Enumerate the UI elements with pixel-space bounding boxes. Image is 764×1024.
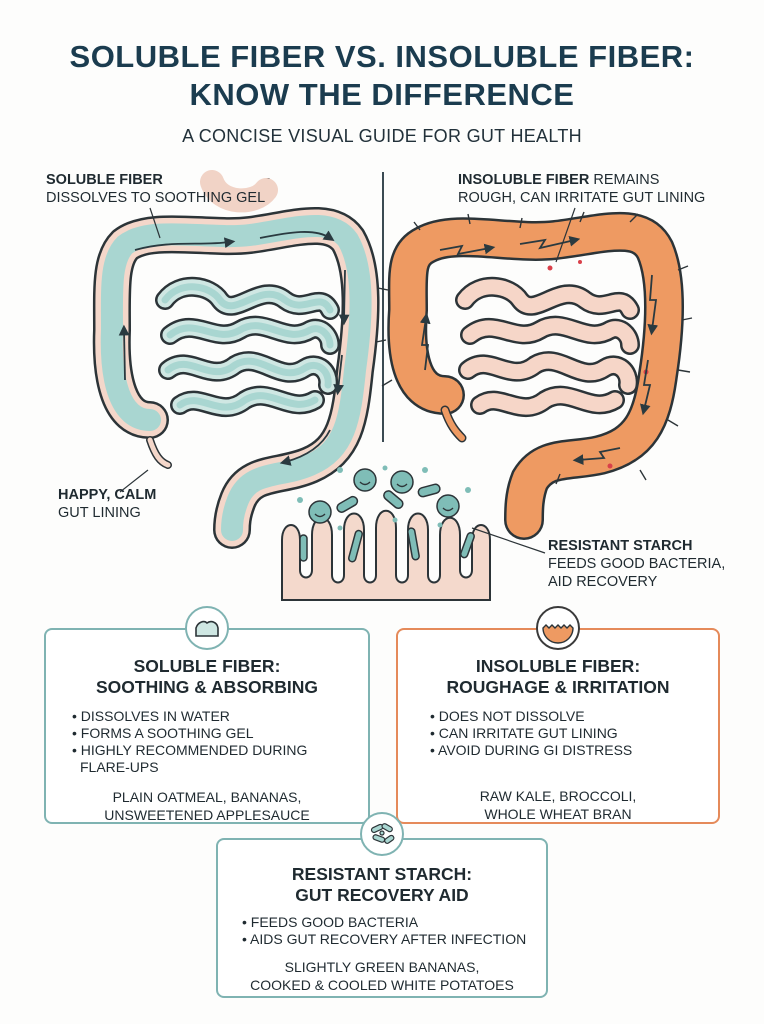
bacteria-dots bbox=[297, 465, 471, 531]
insoluble-fiber-label-text2: ROUGH, CAN IRRITATE GUT LINING bbox=[458, 190, 706, 206]
rough-surface-icon bbox=[542, 624, 574, 644]
starch-card-list: FEEDS GOOD BACTERIA AIDS GUT RECOVERY AF… bbox=[218, 914, 546, 948]
soluble-fiber-card: SOLUBLE FIBER: SOOTHING & ABSORBING DISS… bbox=[44, 628, 370, 824]
stomach-tube bbox=[200, 170, 278, 213]
starch-card-foods: SLIGHTLY GREEN BANANAS, COOKED & COOLED … bbox=[218, 958, 546, 994]
soluble-badge bbox=[185, 606, 229, 650]
soluble-card-title: SOLUBLE FIBER: SOOTHING & ABSORBING bbox=[46, 656, 368, 698]
irritation-bristles bbox=[375, 211, 693, 485]
soluble-card-title-line2: SOOTHING & ABSORBING bbox=[96, 677, 318, 697]
insoluble-small-intestine bbox=[455, 276, 640, 418]
starch-card-title-line1: RESISTANT STARCH: bbox=[291, 864, 473, 884]
list-item: FORMS A SOOTHING GEL bbox=[72, 725, 368, 742]
leader-lines bbox=[119, 207, 576, 554]
starch-foods-line1: SLIGHTLY GREEN BANANAS, bbox=[284, 959, 480, 975]
soluble-foods-line1: PLAIN OATMEAL, BANANAS, bbox=[112, 789, 302, 805]
resistant-starch-label: RESISTANT STARCH FEEDS GOOD BACTERIA, AI… bbox=[548, 537, 725, 591]
soluble-fiber-label-text: DISSOLVES TO SOOTHING GEL bbox=[46, 190, 266, 206]
title-line-2: KNOW THE DIFFERENCE bbox=[189, 77, 575, 112]
insoluble-foods-line1: RAW KALE, BROCCOLI, bbox=[479, 788, 637, 804]
soluble-gel-fill bbox=[100, 215, 372, 541]
insoluble-fiber-card: INSOLUBLE FIBER: ROUGHAGE & IRRITATION D… bbox=[396, 628, 720, 824]
insoluble-foods-line2: WHOLE WHEAT BRAN bbox=[484, 806, 632, 822]
gel-blob-icon bbox=[195, 620, 219, 637]
soluble-card-list-continuation: FLARE-UPS bbox=[80, 759, 159, 775]
happy-gut-label-text: GUT LINING bbox=[58, 505, 141, 521]
list-item: AIDS GUT RECOVERY AFTER INFECTION bbox=[242, 931, 546, 948]
insoluble-fiber-label-text1: REMAINS bbox=[589, 172, 660, 188]
list-item: HIGHLY RECOMMENDED DURING bbox=[72, 742, 368, 759]
happy-gut-label: HAPPY, CALM GUT LINING bbox=[58, 486, 156, 522]
resistant-starch-label-text1: FEEDS GOOD BACTERIA, bbox=[548, 556, 726, 572]
bacteria-smiles bbox=[314, 481, 454, 518]
insoluble-card-foods: RAW KALE, BROCCOLI, WHOLE WHEAT BRAN bbox=[398, 787, 718, 823]
soluble-flow-arrows bbox=[118, 230, 350, 466]
happy-gut-label-title: HAPPY, CALM bbox=[58, 487, 157, 503]
list-item: DOES NOT DISSOLVE bbox=[430, 708, 718, 725]
soluble-fiber-label-title: SOLUBLE FIBER bbox=[46, 172, 163, 188]
list-item: FEEDS GOOD BACTERIA bbox=[242, 914, 546, 931]
starch-badge bbox=[360, 812, 404, 856]
soluble-small-intestine bbox=[155, 276, 340, 418]
good-bacteria bbox=[299, 468, 475, 563]
starch-foods-line2: COOKED & COOLED WHITE POTATOES bbox=[250, 977, 514, 993]
insoluble-fiber-label: INSOLUBLE FIBER REMAINS ROUGH, CAN IRRIT… bbox=[458, 171, 705, 207]
insoluble-badge bbox=[536, 606, 580, 650]
soluble-fiber-label: SOLUBLE FIBER DISSOLVES TO SOOTHING GEL bbox=[46, 171, 265, 207]
soluble-card-foods: PLAIN OATMEAL, BANANAS, UNSWEETENED APPL… bbox=[46, 788, 368, 824]
insoluble-flow-arrows bbox=[419, 235, 659, 465]
list-item: DISSOLVES IN WATER bbox=[72, 708, 368, 725]
center-divider bbox=[382, 172, 384, 442]
resistant-starch-card: RESISTANT STARCH: GUT RECOVERY AID FEEDS… bbox=[216, 838, 548, 998]
soluble-foods-line2: UNSWEETENED APPLESAUCE bbox=[104, 807, 310, 823]
insoluble-card-title-line1: INSOLUBLE FIBER: bbox=[475, 656, 641, 676]
resistant-starch-label-title: RESISTANT STARCH bbox=[548, 538, 693, 554]
insoluble-fiber-label-title: INSOLUBLE FIBER bbox=[458, 172, 590, 188]
intestinal-villi bbox=[281, 509, 491, 601]
list-item: CAN IRRITATE GUT LINING bbox=[430, 725, 718, 742]
insoluble-gut-illustration bbox=[375, 211, 693, 540]
soluble-gut-illustration bbox=[92, 170, 380, 549]
title-line-1: SOLUBLE FIBER VS. INSOLUBLE FIBER: bbox=[69, 39, 695, 74]
starch-card-title: RESISTANT STARCH: GUT RECOVERY AID bbox=[218, 864, 546, 906]
bacteria-icon bbox=[370, 823, 395, 844]
gut-illustrations bbox=[92, 170, 693, 601]
soluble-card-list: DISSOLVES IN WATER FORMS A SOOTHING GEL … bbox=[46, 708, 368, 759]
page-subtitle: A CONCISE VISUAL GUIDE FOR GUT HEALTH bbox=[182, 126, 582, 146]
starch-card-title-line2: GUT RECOVERY AID bbox=[295, 885, 469, 905]
soluble-card-title-line1: SOLUBLE FIBER: bbox=[133, 656, 281, 676]
insoluble-card-title-line2: ROUGHAGE & IRRITATION bbox=[446, 677, 670, 697]
gut-lining-illustration bbox=[281, 465, 491, 601]
page-title: SOLUBLE FIBER VS. INSOLUBLE FIBER: KNOW … bbox=[0, 38, 764, 114]
insoluble-card-list: DOES NOT DISSOLVE CAN IRRITATE GUT LININ… bbox=[398, 708, 718, 759]
insoluble-card-title: INSOLUBLE FIBER: ROUGHAGE & IRRITATION bbox=[398, 656, 718, 698]
list-item: AVOID DURING GI DISTRESS bbox=[430, 742, 718, 759]
resistant-starch-label-text2: AID RECOVERY bbox=[548, 574, 658, 590]
insoluble-colon-fill bbox=[389, 214, 682, 538]
